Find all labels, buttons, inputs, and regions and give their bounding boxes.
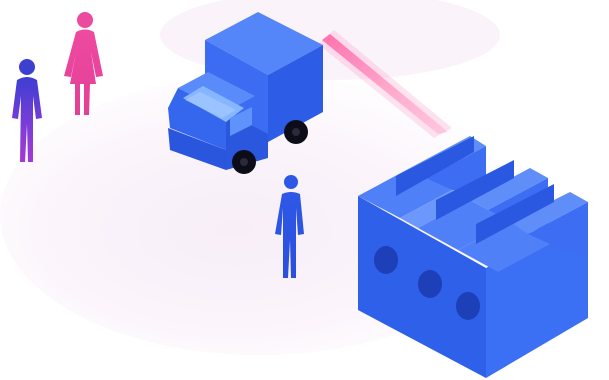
person-icon: [64, 12, 103, 115]
factory-window: [456, 292, 480, 320]
factory-window: [418, 270, 442, 298]
factory-window: [374, 246, 398, 274]
